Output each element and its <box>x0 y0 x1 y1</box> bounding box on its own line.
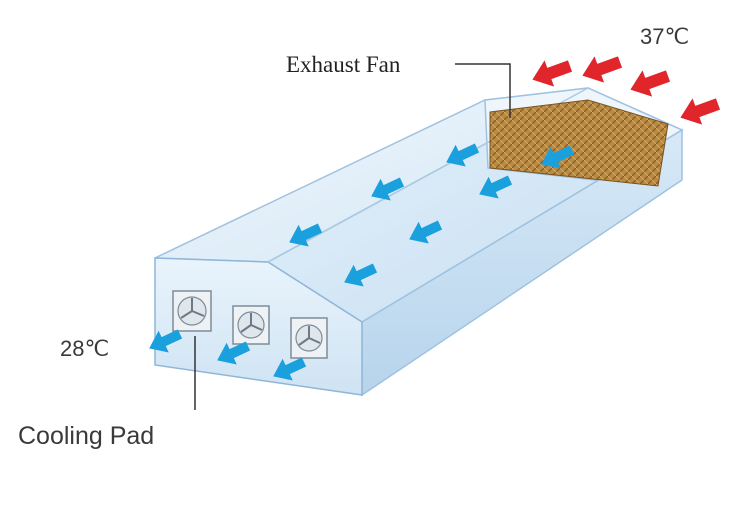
exhaust-fan-2 <box>232 305 270 345</box>
temperature-out-label: 28℃ <box>60 336 109 361</box>
air-flow-arrow-icon <box>344 263 378 287</box>
greenhouse <box>154 87 684 397</box>
hot-air-arrows <box>532 56 721 125</box>
cooling-pad-panel <box>489 99 669 187</box>
hot-air-arrow-icon <box>582 56 623 83</box>
temperature-in-label: 37℃ <box>640 24 689 49</box>
exhaust-fan-label: Exhaust Fan <box>286 52 401 77</box>
exhaust-fan-3 <box>290 317 328 359</box>
exhaust-fan-leader-line <box>455 63 511 118</box>
exit-air-arrow-icon <box>273 357 307 381</box>
cool-air-arrows <box>149 143 575 381</box>
hot-air-arrow-icon <box>680 98 721 125</box>
exhaust-fan-1 <box>172 290 212 332</box>
air-flow-arrow-icon <box>541 145 575 169</box>
cooling-pad-label: Cooling Pad <box>18 422 154 450</box>
hot-air-arrow-icon <box>630 70 671 97</box>
air-flow-arrow-icon <box>289 223 323 247</box>
exit-air-arrow-icon <box>217 341 251 365</box>
hot-air-arrow-icon <box>532 60 573 87</box>
air-flow-arrow-icon <box>371 177 405 201</box>
air-flow-arrow-icon <box>446 143 480 167</box>
air-flow-arrow-icon <box>479 175 513 199</box>
exit-air-arrow-icon <box>149 329 183 353</box>
air-flow-arrow-icon <box>409 220 443 244</box>
